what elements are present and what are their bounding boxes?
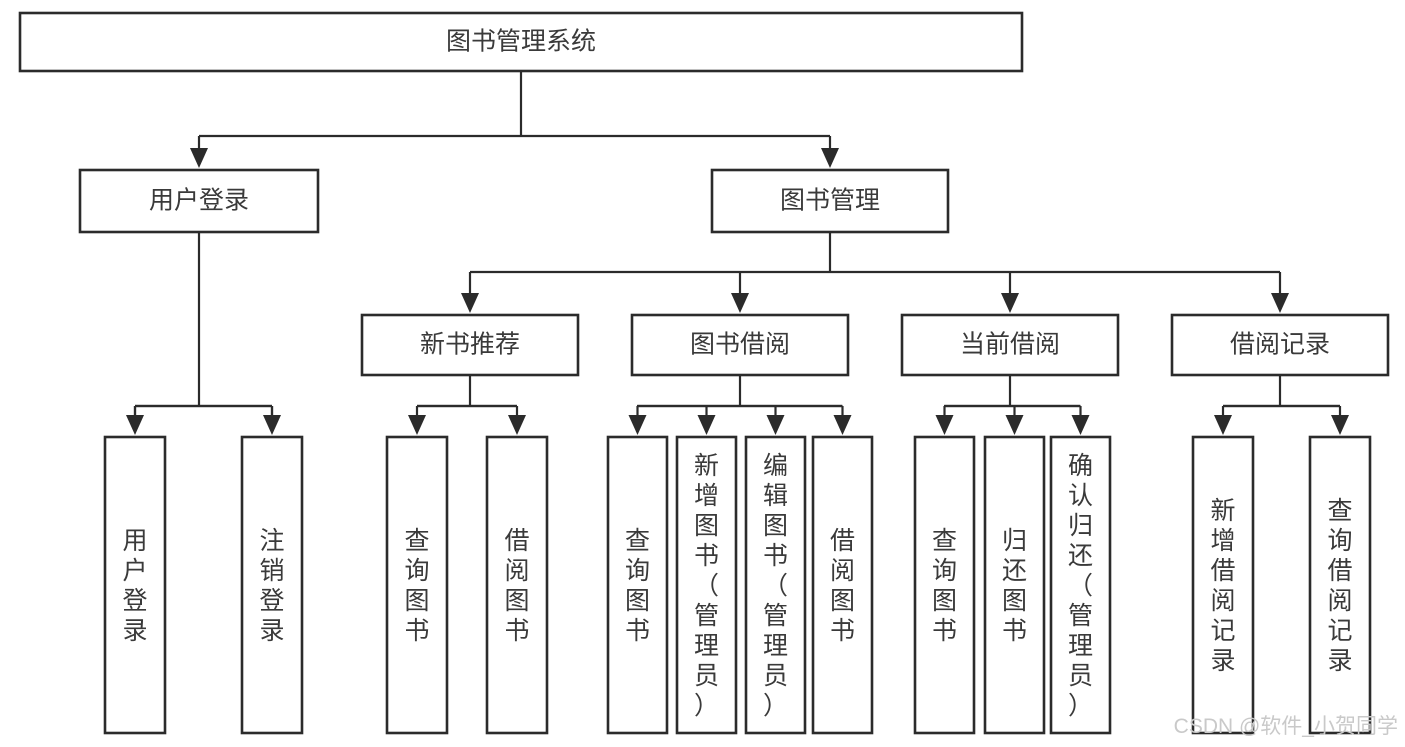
node-label: 图书管理 xyxy=(780,187,880,215)
node-borrow-record[interactable]: 借阅记录 xyxy=(1170,313,1390,377)
arrowhead-icon xyxy=(126,415,144,435)
node-box xyxy=(744,435,807,735)
node-leaf-query-book-3[interactable]: 查询图书 xyxy=(913,435,976,735)
node-box xyxy=(485,435,549,735)
node-box xyxy=(983,435,1046,735)
node-label: 查询借阅记录 xyxy=(1327,497,1352,675)
arrowhead-icon xyxy=(935,415,954,435)
arrowhead-icon xyxy=(190,148,208,168)
node-leaf-borrow-book-2[interactable]: 借阅图书 xyxy=(811,435,874,735)
node-box xyxy=(630,313,850,377)
node-current-borrow[interactable]: 当前借阅 xyxy=(900,313,1120,377)
node-box xyxy=(1308,435,1372,735)
arrowhead-icon xyxy=(1331,415,1349,435)
arrowhead-icon xyxy=(821,148,839,168)
node-label: 查询图书 xyxy=(625,527,650,645)
arrowhead-icon xyxy=(508,415,526,435)
node-box xyxy=(675,435,738,735)
arrowhead-icon xyxy=(1271,293,1289,313)
node-leaf-add-borrow-record[interactable]: 新增借阅记录 xyxy=(1191,435,1255,735)
arrowhead-icon xyxy=(766,415,785,435)
node-label: 借阅图书 xyxy=(830,527,855,645)
node-label: 借阅图书 xyxy=(504,527,529,645)
arrowhead-icon xyxy=(408,415,426,435)
node-label: 查询图书 xyxy=(932,527,957,645)
arrowheads-layer xyxy=(126,148,1349,435)
arrowhead-icon xyxy=(1005,415,1024,435)
node-label: 查询图书 xyxy=(404,527,429,645)
node-leaf-query-book-2[interactable]: 查询图书 xyxy=(606,435,669,735)
node-box xyxy=(1170,313,1390,377)
node-leaf-confirm-return-admin[interactable]: 确认归还（管理员） xyxy=(1049,435,1112,735)
node-box xyxy=(103,435,167,735)
node-leaf-query-book-1[interactable]: 查询图书 xyxy=(385,435,449,735)
node-box xyxy=(606,435,669,735)
node-user-login[interactable]: 用户登录 xyxy=(78,168,320,234)
node-leaf-user-login[interactable]: 用户登录 xyxy=(103,435,167,735)
node-leaf-logout-login[interactable]: 注销登录 xyxy=(240,435,304,735)
node-box xyxy=(1191,435,1255,735)
node-leaf-query-borrow-record[interactable]: 查询借阅记录 xyxy=(1308,435,1372,735)
node-root[interactable]: 图书管理系统 xyxy=(18,11,1024,73)
node-box xyxy=(18,11,1024,73)
node-box xyxy=(78,168,320,234)
node-label: 图书管理系统 xyxy=(446,28,596,56)
node-new-book-recommend[interactable]: 新书推荐 xyxy=(360,313,580,377)
node-leaf-return-book[interactable]: 归还图书 xyxy=(983,435,1046,735)
node-label: 注销登录 xyxy=(259,527,284,645)
node-box xyxy=(240,435,304,735)
arrowhead-icon xyxy=(263,415,281,435)
node-label: 归还图书 xyxy=(1002,527,1027,645)
node-book-borrow[interactable]: 图书借阅 xyxy=(630,313,850,377)
arrowhead-icon xyxy=(833,415,852,435)
node-label: 图书借阅 xyxy=(690,331,790,359)
node-label: 用户登录 xyxy=(122,527,147,645)
node-box xyxy=(913,435,976,735)
node-label: 新书推荐 xyxy=(420,331,520,359)
arrowhead-icon xyxy=(1214,415,1232,435)
node-label: 用户登录 xyxy=(149,187,249,215)
node-label: 确认归还（管理员） xyxy=(1068,452,1093,720)
arrowhead-icon xyxy=(461,293,479,313)
node-box xyxy=(385,435,449,735)
node-label: 编辑图书（管理员） xyxy=(763,452,788,720)
node-label: 新增借阅记录 xyxy=(1210,497,1235,675)
node-leaf-add-book-admin[interactable]: 新增图书（管理员） xyxy=(675,435,738,735)
node-box xyxy=(1049,435,1112,735)
node-label: 借阅记录 xyxy=(1230,331,1330,359)
arrowhead-icon xyxy=(731,293,749,313)
arrowhead-icon xyxy=(697,415,716,435)
arrowhead-icon xyxy=(1071,415,1090,435)
node-book-manage[interactable]: 图书管理 xyxy=(710,168,950,234)
arrowhead-icon xyxy=(628,415,647,435)
node-leaf-borrow-book-1[interactable]: 借阅图书 xyxy=(485,435,549,735)
arrowhead-icon xyxy=(1001,293,1019,313)
csdn-watermark: CSDN @软件_小贺同学 xyxy=(1174,715,1398,738)
node-leaf-edit-book-admin[interactable]: 编辑图书（管理员） xyxy=(744,435,807,735)
node-box xyxy=(811,435,874,735)
node-label: 当前借阅 xyxy=(960,331,1060,359)
node-box xyxy=(360,313,580,377)
node-box xyxy=(900,313,1120,377)
node-label: 新增图书（管理员） xyxy=(694,452,719,720)
node-box xyxy=(710,168,950,234)
nodes-layer: 图书管理系统用户登录图书管理新书推荐图书借阅当前借阅借阅记录用户登录注销登录查询… xyxy=(18,11,1390,735)
